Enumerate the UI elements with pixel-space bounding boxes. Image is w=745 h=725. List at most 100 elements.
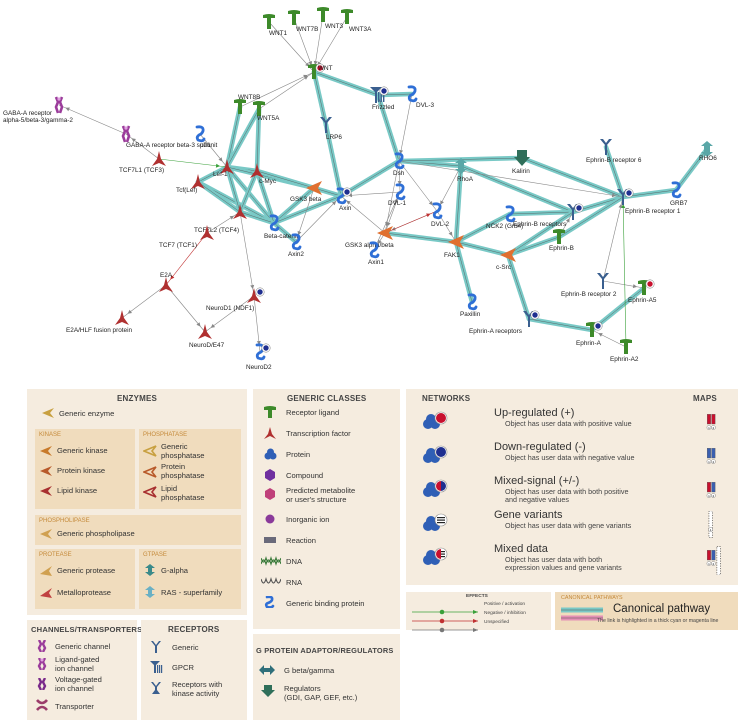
node-neurod1[interactable]	[247, 287, 265, 303]
interaction-edge	[602, 280, 645, 289]
node-label: NeuroD/E47	[189, 342, 225, 349]
legend-phosphatase-item-2: Protein phosphatase	[161, 462, 205, 480]
legend-protease-item-2: Metalloprotease	[57, 588, 112, 597]
generic-binding-protein-icon	[264, 596, 275, 608]
node-epharec[interactable]	[523, 310, 540, 327]
node-paxillin[interactable]	[467, 293, 478, 311]
legend-phospholipase-item-1: Generic phospholipase	[57, 529, 135, 538]
down-regulated-marker	[263, 345, 269, 351]
node-nck2[interactable]	[505, 205, 516, 223]
node-bcat[interactable]	[269, 214, 280, 232]
node-grb7[interactable]	[671, 181, 682, 199]
legend-generic-item-10: Generic binding protein	[286, 599, 365, 608]
node-neurod2[interactable]	[255, 343, 271, 361]
node-wnt3[interactable]	[317, 7, 329, 22]
node-dsh[interactable]	[394, 152, 405, 170]
svg-text:2: 2	[713, 494, 715, 498]
node-wnt7b[interactable]	[288, 10, 300, 25]
network-up-icon	[422, 411, 448, 433]
edge-arrowhead	[440, 200, 444, 205]
network-row-title-5: Mixed data	[494, 543, 548, 555]
node-gsk3b[interactable]	[306, 181, 322, 195]
node-tcf7l1[interactable]	[152, 151, 166, 166]
node-label: Axin1	[368, 259, 384, 266]
network-mixed-icon	[422, 479, 448, 501]
node-axin1[interactable]	[369, 241, 380, 259]
node-gabaa_a5[interactable]	[54, 96, 64, 114]
legend-gtpase-box	[139, 549, 241, 609]
generic-phospholipase-icon	[40, 529, 52, 539]
legend-channels-panel: CHANNELS/TRANSPORTERS Generic channel Li…	[27, 620, 142, 720]
generic-phosphatase-icon	[143, 445, 157, 457]
canonical-link-core	[605, 146, 624, 198]
compound-icon	[265, 469, 275, 481]
edge-arrowhead	[428, 201, 433, 206]
up-regulated-marker	[647, 281, 653, 287]
down-regulated-marker	[576, 205, 582, 211]
node-lef1[interactable]	[220, 159, 234, 174]
node-ephb2[interactable]	[597, 273, 609, 289]
node-label: Ephrin-B	[549, 245, 574, 252]
node-wnt1[interactable]	[263, 14, 275, 29]
node-rhoa[interactable]	[455, 158, 467, 174]
legend-generic-item-7: Reaction	[286, 536, 316, 545]
node-dvl1[interactable]	[395, 183, 406, 201]
node-lrp6[interactable]	[320, 117, 332, 133]
node-ephb6[interactable]	[600, 139, 612, 155]
node-tcf7[interactable]	[200, 225, 214, 240]
node-label: Ephrin-B receptors	[513, 221, 566, 228]
node-frizzled[interactable]	[370, 86, 389, 103]
node-label: GABA-A receptor	[3, 110, 53, 117]
node-gabaa_b3[interactable]	[121, 125, 131, 143]
canonical-link-core	[273, 195, 342, 224]
legend-gprotein-panel: G PROTEIN ADAPTOR/REGULATORS G beta/gamm…	[253, 634, 400, 720]
node-tcf7l2[interactable]	[233, 204, 247, 219]
canonical-link-core	[455, 213, 511, 243]
node-neurode47[interactable]	[198, 324, 212, 339]
node-label: p21	[200, 142, 211, 149]
canonical-link-core	[256, 170, 315, 189]
node-csrc[interactable]	[500, 248, 516, 262]
canonical-link-core	[377, 94, 400, 162]
canonical-link-core	[455, 241, 509, 256]
svg-text:2: 2	[713, 562, 715, 566]
legend-receptors-title: RECEPTORS	[168, 625, 220, 634]
node-ephb1[interactable]	[617, 188, 634, 205]
node-cmyc[interactable]	[250, 163, 264, 178]
node-ephrinb[interactable]	[553, 229, 565, 244]
node-wnt5a[interactable]	[253, 101, 265, 116]
node-tcflef[interactable]	[191, 174, 205, 189]
node-label: Tcf(Lef)	[176, 187, 197, 194]
node-gsk3ab[interactable]	[377, 226, 393, 240]
node-dvl3[interactable]	[407, 85, 418, 103]
node-ephrina[interactable]	[586, 321, 603, 337]
node-p21[interactable]	[195, 125, 206, 143]
node-dvl2[interactable]	[432, 202, 443, 220]
node-ephrina5[interactable]	[638, 279, 655, 295]
node-ephbrs[interactable]	[567, 203, 584, 220]
node-fak1[interactable]	[448, 235, 464, 249]
canonical-link-core	[197, 166, 228, 183]
transporter-icon	[36, 699, 48, 711]
effect-label-1: Positive / activation	[484, 602, 526, 607]
interaction-edge	[384, 160, 400, 234]
svg-text:2: 2	[713, 460, 715, 464]
legend-channels-item-3: Voltage-gated ion channel	[55, 675, 102, 693]
svg-text:1: 1	[708, 460, 710, 464]
node-ephrina2[interactable]	[620, 339, 632, 354]
network-row-desc-1: Object has user data with positive value	[505, 419, 632, 428]
node-label: DVL-2	[431, 221, 450, 228]
node-rho6[interactable]	[701, 141, 713, 157]
node-wnt8b[interactable]	[234, 99, 246, 114]
node-label: WNT	[318, 65, 333, 72]
node-axin2[interactable]	[291, 233, 302, 251]
node-kalirin[interactable]	[514, 150, 530, 166]
node-e2a[interactable]	[159, 277, 173, 292]
node-e2ahlf[interactable]	[115, 310, 129, 325]
node-wnt3a[interactable]	[341, 9, 353, 24]
edge-arrowhead	[618, 203, 623, 209]
node-wnt[interactable]	[308, 63, 325, 79]
node-axin[interactable]	[336, 187, 352, 205]
predicted-metabolite-icon	[265, 488, 275, 500]
